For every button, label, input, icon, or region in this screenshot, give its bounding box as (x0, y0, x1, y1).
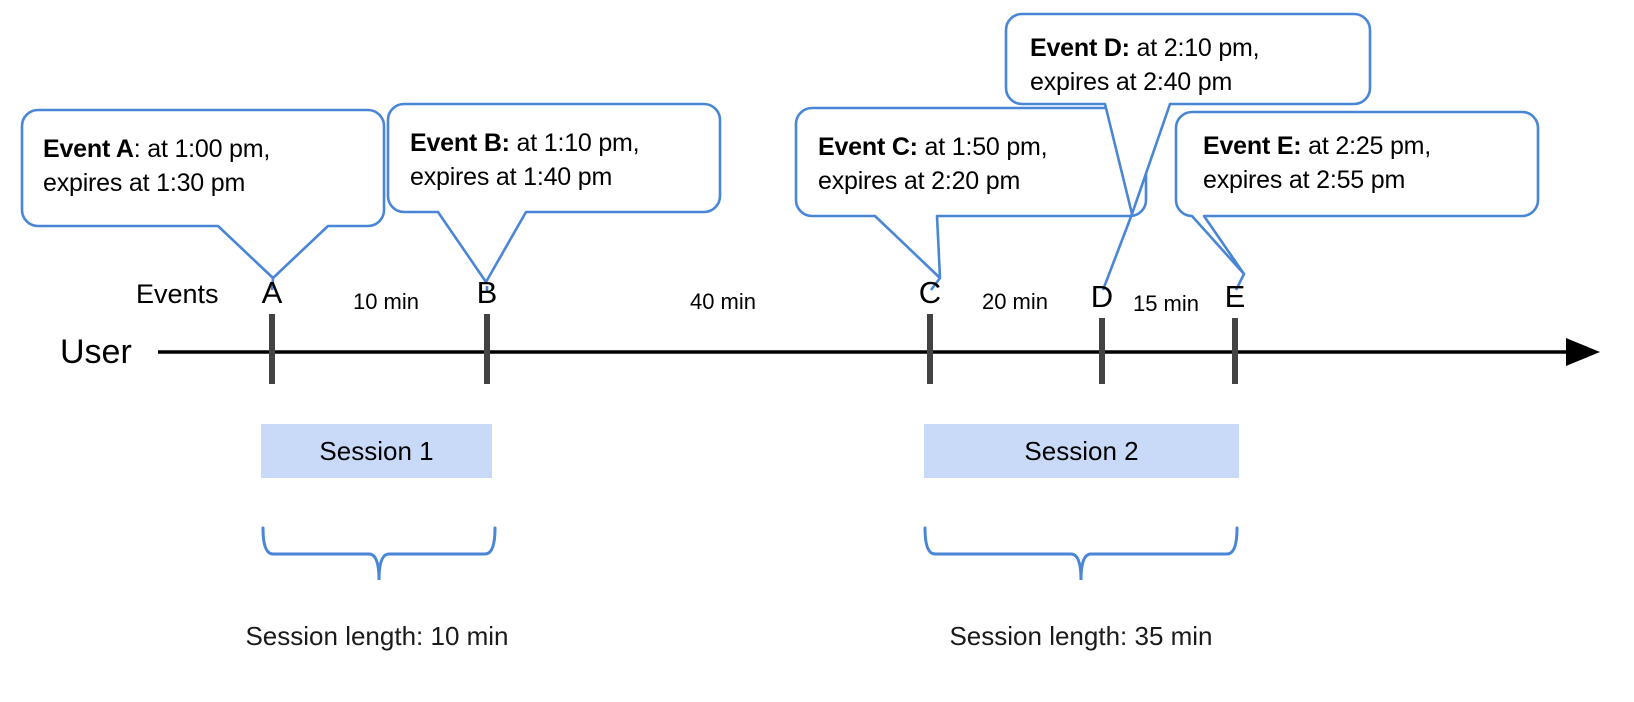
callout-a-line1-rest: : at 1:00 pm, (133, 135, 271, 163)
callout-d-bubble (1004, 12, 1372, 216)
callout-event-b (386, 102, 722, 292)
session-2-brace (923, 526, 1239, 581)
marker-label-c: C (918, 275, 942, 310)
marker-label-b: B (476, 275, 498, 310)
interval-label-d-e: 15 min (1132, 291, 1200, 316)
timeline-axis (158, 338, 1600, 366)
callout-b-text: Event B: at 1:10 pm, expires at 1:40 pm (410, 126, 640, 194)
callout-event-d (1004, 12, 1372, 291)
callout-e-line2: expires at 2:55 pm (1203, 166, 1406, 194)
callout-a-line2: expires at 1:30 pm (43, 169, 246, 197)
callout-d-text: Event D: at 2:10 pm, expires at 2:40 pm (1030, 31, 1260, 99)
callout-d-bold: Event D: (1030, 34, 1130, 62)
axis-arrowhead (1566, 338, 1600, 366)
callout-a-bubble (20, 108, 386, 280)
callout-c-tail-tip (929, 277, 942, 291)
callout-c-bold: Event C: (818, 133, 918, 161)
session-1-length-label: Session length: 10 min (245, 621, 509, 651)
marker-label-a: A (261, 275, 283, 310)
callout-e-line1-rest: at 2:25 pm, (1301, 132, 1432, 160)
callout-c-text: Event C: at 1:50 pm, expires at 2:20 pm (818, 130, 1048, 198)
callout-d-line2: expires at 2:40 pm (1030, 68, 1233, 96)
interval-label-c-d: 20 min (981, 289, 1049, 314)
callout-b-line1-rest: at 1:10 pm, (509, 129, 640, 157)
session-2-length-label: Session length: 35 min (949, 621, 1213, 651)
callout-event-e (1174, 110, 1540, 291)
session-1-label: Session 1 (319, 435, 434, 466)
event-markers (269, 314, 1238, 384)
brace-path-2 (923, 526, 1239, 581)
callout-c-line2: expires at 2:20 pm (818, 167, 1021, 195)
callout-a-bold: Event A (43, 135, 134, 163)
callout-e-bold: Event E: (1203, 132, 1302, 160)
session-box-1: Session 1 (261, 424, 492, 478)
marker-label-d: D (1090, 279, 1114, 314)
callout-b-bold: Event B: (410, 129, 510, 157)
interval-label-b-c: 40 min (689, 289, 757, 314)
actor-label-user: User (60, 333, 132, 371)
callout-e-tail-tip (1234, 273, 1246, 291)
callout-e-bubble (1174, 110, 1540, 276)
session-2-label: Session 2 (1024, 435, 1139, 466)
callout-d-tail-tip (1101, 213, 1134, 291)
session-box-2: Session 2 (924, 424, 1239, 478)
marker-label-e: E (1224, 279, 1246, 314)
callout-event-a (20, 108, 386, 291)
callout-a-text: Event A: at 1:00 pm, expires at 1:30 pm (43, 132, 270, 200)
events-row-label: Events (136, 279, 219, 309)
callout-e-text: Event E: at 2:25 pm, expires at 2:55 pm (1203, 129, 1431, 197)
callout-b-line2: expires at 1:40 pm (410, 163, 613, 191)
brace-path-1 (261, 526, 497, 581)
callout-d-line1-rest: at 2:10 pm, (1129, 34, 1260, 62)
callout-c-line1-rest: at 1:50 pm, (917, 133, 1048, 161)
callout-a-tail-tip (270, 277, 275, 291)
session-1-brace (261, 526, 497, 581)
interval-label-a-b: 10 min (352, 289, 420, 314)
callout-b-bubble (386, 102, 722, 284)
